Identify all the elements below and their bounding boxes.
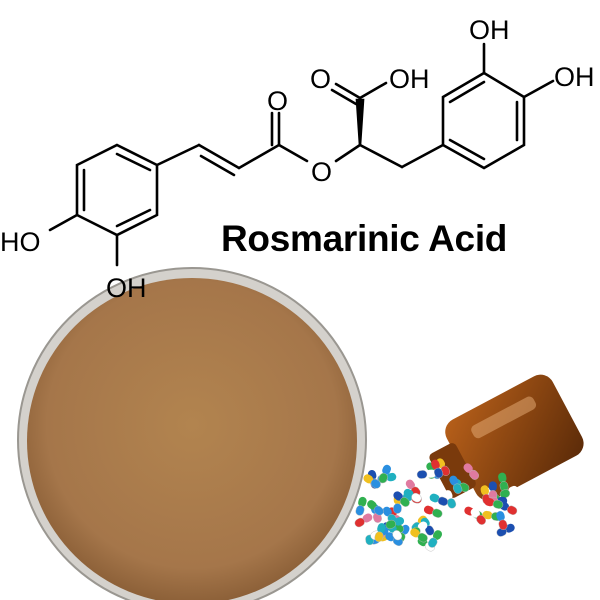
capsule bbox=[443, 490, 457, 509]
capsule bbox=[431, 459, 444, 479]
atom-o-carbonyl: O bbox=[267, 86, 288, 116]
capsule bbox=[463, 463, 479, 480]
atom-oh-bottom: OH bbox=[106, 273, 147, 303]
capsule bbox=[484, 497, 504, 509]
capsule bbox=[423, 505, 443, 518]
atom-o-acid: O bbox=[310, 64, 331, 94]
capsule bbox=[499, 485, 519, 499]
capsules bbox=[354, 458, 519, 552]
powder-dish bbox=[17, 267, 367, 600]
capsule bbox=[367, 500, 384, 516]
compound-name-title: Rosmarinic Acid bbox=[221, 218, 508, 259]
capsule bbox=[410, 528, 428, 543]
capsule bbox=[496, 511, 508, 530]
capsule bbox=[378, 464, 391, 484]
capsule bbox=[393, 491, 410, 507]
chemical-structure bbox=[48, 42, 555, 267]
capsule bbox=[363, 474, 381, 489]
capsule bbox=[499, 501, 518, 515]
atom-labels: HO OH O O O OH OH OH bbox=[0, 15, 595, 303]
atom-o-ester: O bbox=[311, 157, 332, 187]
capsule bbox=[498, 472, 509, 492]
capsule bbox=[354, 513, 373, 528]
capsule bbox=[429, 493, 449, 506]
atom-oh-acid: OH bbox=[389, 64, 430, 94]
atom-ho-left: HO bbox=[0, 227, 41, 257]
capsule bbox=[449, 475, 463, 494]
atom-oh-top: OH bbox=[469, 15, 510, 45]
capsule bbox=[374, 523, 386, 542]
atom-oh-right: OH bbox=[554, 62, 595, 92]
capsule bbox=[470, 508, 486, 525]
capsule bbox=[403, 488, 422, 503]
capsule bbox=[416, 469, 437, 479]
capsule bbox=[355, 496, 367, 516]
capsule bbox=[385, 516, 405, 530]
capsule bbox=[427, 530, 443, 548]
